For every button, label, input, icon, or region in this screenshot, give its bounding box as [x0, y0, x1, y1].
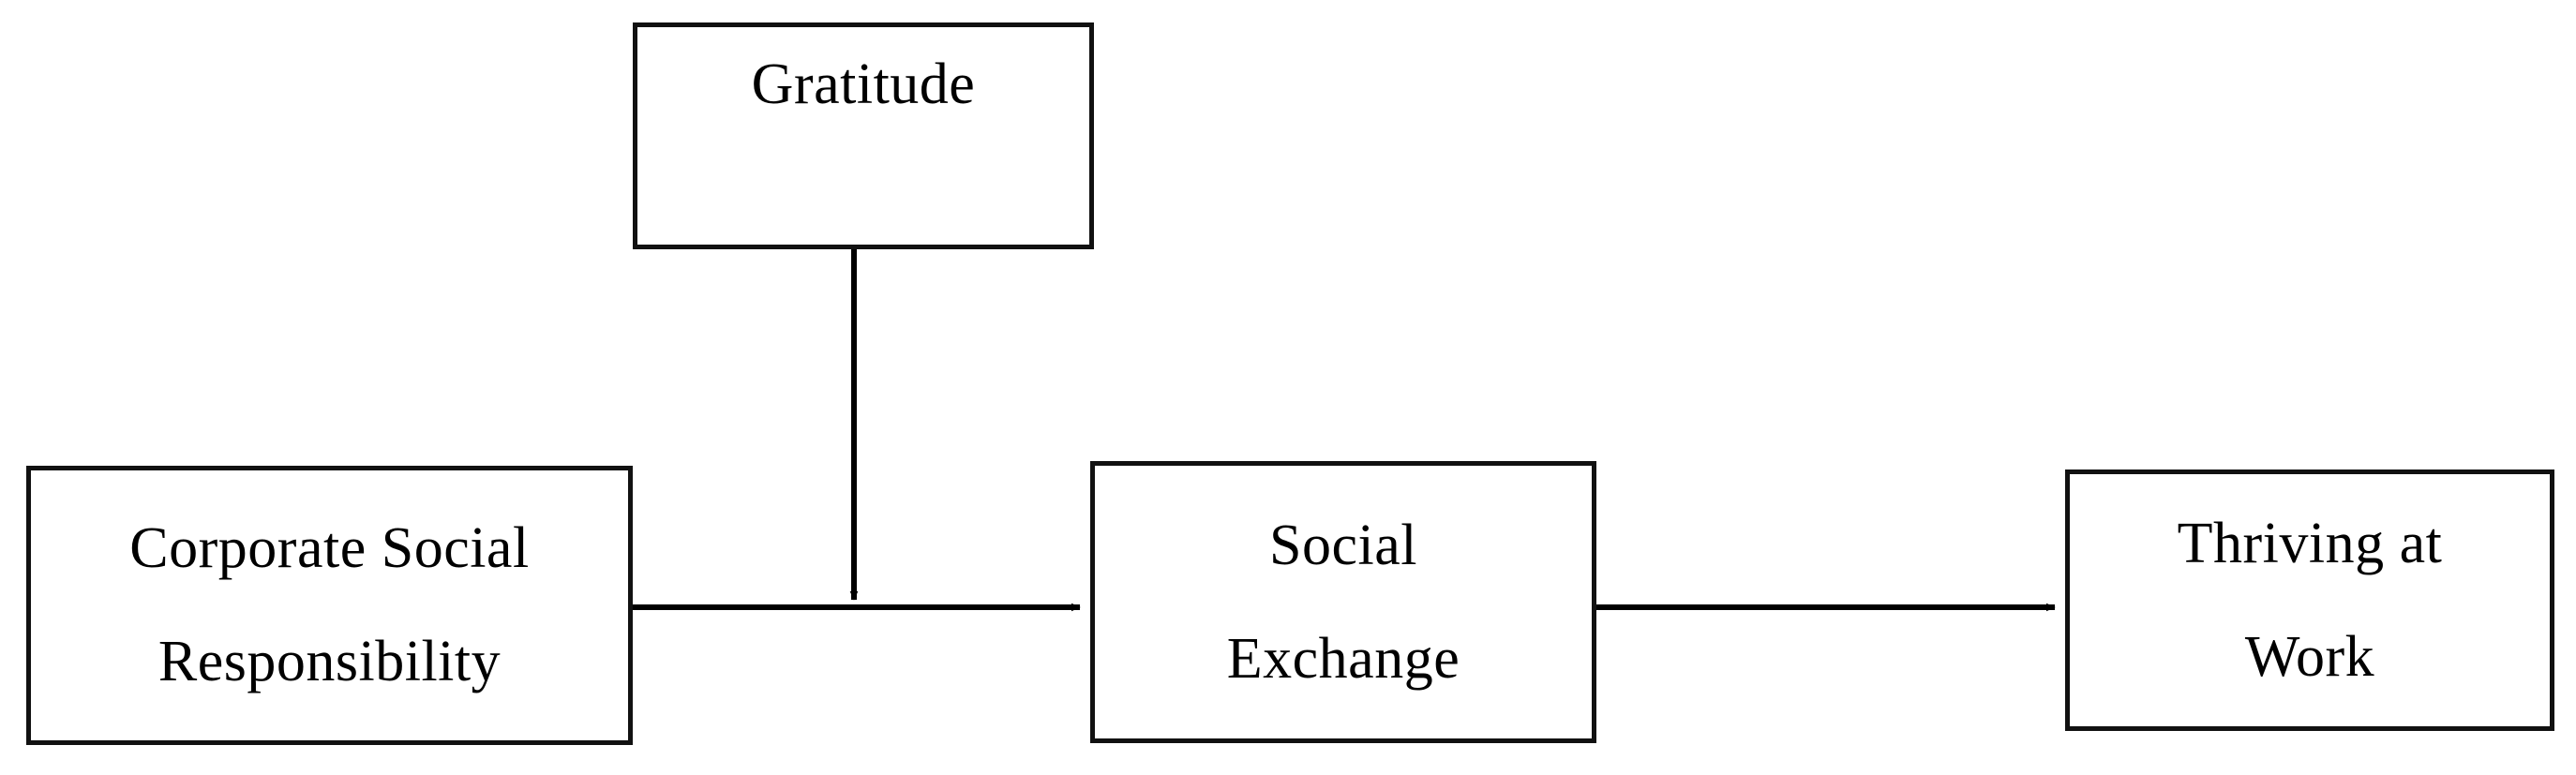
node-social-exchange-label: Social Exchange — [1226, 513, 1460, 691]
node-social-exchange[interactable]: Social Exchange — [1090, 461, 1596, 743]
node-corporate-social-responsibility-label: Corporate Social Responsibility — [129, 516, 530, 693]
node-gratitude-label: Gratitude — [751, 52, 976, 116]
node-thriving-at-work[interactable]: Thriving at Work — [2065, 469, 2554, 731]
node-corporate-social-responsibility[interactable]: Corporate Social Responsibility — [26, 466, 633, 745]
node-gratitude[interactable]: Gratitude — [633, 22, 1094, 249]
node-thriving-at-work-label: Thriving at Work — [2177, 511, 2443, 689]
